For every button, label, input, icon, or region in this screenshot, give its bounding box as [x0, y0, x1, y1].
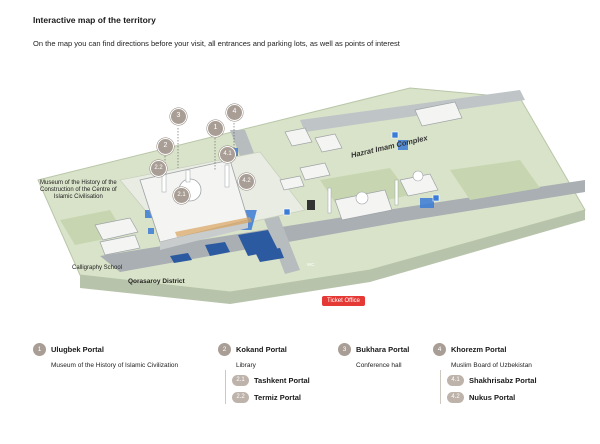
portal-name[interactable]: Bukhara Portal [356, 345, 410, 354]
sub-portal-item[interactable]: 4.1 Shakhrisabz Portal [447, 375, 537, 386]
wc-sign [307, 200, 315, 210]
parking-6 [148, 228, 154, 234]
ticket-office-button[interactable]: Ticket Office [322, 296, 366, 306]
pin-portal-2-2[interactable]: 2.2 [150, 160, 167, 177]
sub-portal-item[interactable]: 4.2 Nukus Portal [447, 392, 537, 403]
pool-3 [255, 248, 284, 262]
portal-name[interactable]: Ulugbek Portal [51, 345, 104, 354]
pin-portal-4-1[interactable]: 4.1 [219, 146, 236, 163]
sub-portal-badge: 4.1 [447, 375, 464, 386]
museum-construction-label[interactable]: Museum of the History of the Constructio… [40, 180, 117, 200]
legend-kokand[interactable]: 2 Kokand Portal Library 2.1 Tashkent Por… [218, 343, 310, 403]
building-left [94, 217, 139, 241]
portal-number-badge: 3 [338, 343, 351, 356]
sub-portal-item[interactable]: 2.1 Tashkent Portal [232, 375, 310, 386]
parking-5 [145, 210, 153, 218]
pin-portal-4-2[interactable]: 4.2 [238, 173, 255, 190]
sub-portal-badge: 2.1 [232, 375, 249, 386]
building-n [314, 133, 343, 153]
building-mid-2 [279, 175, 305, 191]
interactive-map[interactable]: Museum of the History of the Constructio… [0, 60, 600, 315]
page-title: Interactive map of the territory [33, 15, 156, 25]
sub-portal-name[interactable]: Termiz Portal [254, 393, 301, 402]
sub-portal-badge: 2.2 [232, 392, 249, 403]
page-description: On the map you can find directions befor… [33, 39, 400, 48]
pin-portal-1[interactable]: 1 [207, 120, 224, 137]
road-north [300, 90, 525, 132]
building-mid [299, 162, 331, 181]
pin-portal-2[interactable]: 2 [157, 138, 174, 155]
legend-ulugbek[interactable]: 1 Ulugbek Portal Museum of the History o… [33, 343, 178, 369]
parking-3 [398, 140, 408, 150]
building-nw [284, 127, 313, 147]
legend-khorezm[interactable]: 4 Khorezm Portal Muslim Board of Uzbekis… [433, 343, 537, 403]
sub-portal-item[interactable]: 2.2 Termiz Portal [232, 392, 310, 403]
sub-portal-name[interactable]: Tashkent Portal [254, 376, 310, 385]
pin-portal-2-1[interactable]: 2.1 [173, 187, 190, 204]
portal-name[interactable]: Kokand Portal [236, 345, 287, 354]
pool-1 [238, 230, 278, 256]
sub-portal-badge: 4.2 [447, 392, 464, 403]
walkway [175, 217, 252, 237]
calligraphy-school-label[interactable]: Calligraphy School [72, 265, 123, 271]
portal-description: Museum of the History of Islamic Civiliz… [51, 362, 179, 369]
mosque-building [334, 189, 393, 221]
wc-label: WC [307, 262, 315, 267]
map-canvas[interactable] [0, 60, 600, 315]
building-ne [414, 101, 463, 127]
qorasaroy-label[interactable]: Qorasaroy District [128, 278, 185, 285]
portal-number-badge: 4 [433, 343, 446, 356]
sub-portal-name[interactable]: Shakhrisabz Portal [469, 376, 537, 385]
legend-bukhara[interactable]: 3 Bukhara Portal Conference hall [338, 343, 409, 369]
parking-2 [420, 198, 434, 208]
pin-portal-3[interactable]: 3 [170, 108, 187, 125]
sub-portal-name[interactable]: Nukus Portal [469, 393, 516, 402]
portal-description: Conference hall [356, 362, 402, 369]
portal-number-badge: 1 [33, 343, 46, 356]
building-left-2 [99, 234, 141, 256]
khorezm-branch-line [440, 370, 441, 404]
portal-description: Library [236, 362, 256, 369]
pin-portal-4[interactable]: 4 [226, 104, 243, 121]
kokand-branch-line [225, 370, 226, 404]
pool-4 [170, 253, 192, 263]
portal-number-badge: 2 [218, 343, 231, 356]
portal-description: Muslim Board of Uzbekistan [451, 362, 532, 369]
pool-2 [205, 242, 230, 256]
portal-name[interactable]: Khorezm Portal [451, 345, 507, 354]
